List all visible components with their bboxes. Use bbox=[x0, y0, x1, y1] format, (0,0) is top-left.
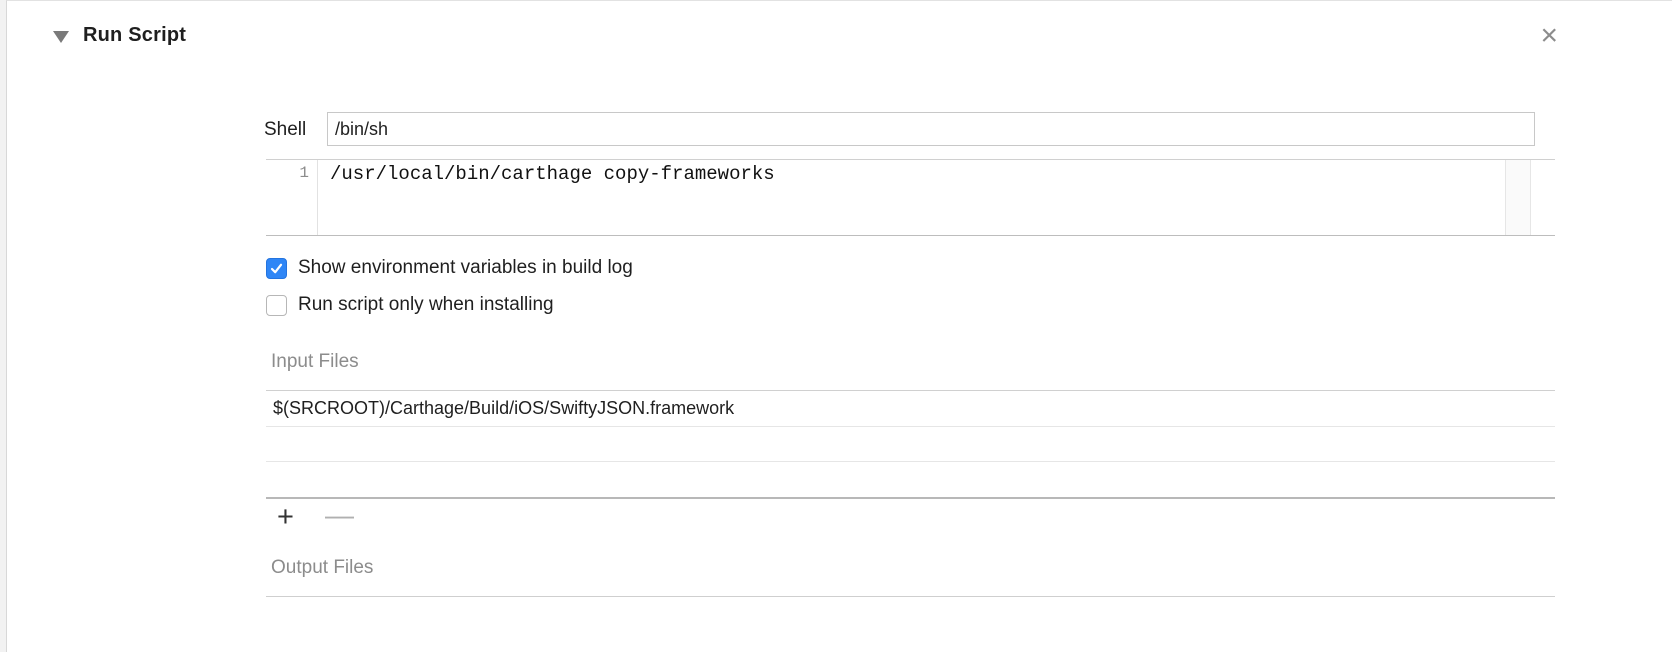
line-number: 1 bbox=[299, 164, 309, 182]
checkmark-icon bbox=[270, 263, 283, 273]
shell-input[interactable]: /bin/sh bbox=[327, 112, 1535, 146]
script-code-line[interactable]: /usr/local/bin/carthage copy-frameworks bbox=[330, 163, 775, 185]
install-only-option[interactable]: Run script only when installing bbox=[266, 294, 554, 316]
input-files-label: Input Files bbox=[271, 351, 359, 372]
output-files-label: Output Files bbox=[271, 557, 374, 578]
input-files-table[interactable]: $(SRCROOT)/Carthage/Build/iOS/SwiftyJSON… bbox=[266, 390, 1555, 499]
editor-scrollbar[interactable] bbox=[1505, 160, 1531, 235]
delete-phase-icon[interactable]: × bbox=[1540, 19, 1558, 52]
output-files-table[interactable] bbox=[266, 596, 1555, 597]
line-number-gutter: 1 bbox=[266, 160, 318, 235]
install-only-label: Run script only when installing bbox=[298, 294, 554, 315]
input-file-row[interactable]: $(SRCROOT)/Carthage/Build/iOS/SwiftyJSON… bbox=[266, 391, 1555, 427]
remove-input-file-button[interactable]: — bbox=[325, 500, 354, 532]
input-file-empty-row[interactable] bbox=[266, 462, 1555, 497]
install-only-checkbox[interactable] bbox=[266, 294, 287, 316]
triangle-down-icon[interactable] bbox=[53, 31, 69, 43]
show-env-label: Show environment variables in build log bbox=[298, 257, 633, 278]
run-script-phase-panel: Run Script × Shell /bin/sh 1 /usr/local/… bbox=[6, 0, 1672, 652]
shell-label: Shell bbox=[264, 119, 307, 140]
add-input-file-button[interactable]: + bbox=[277, 501, 294, 533]
input-file-empty-row[interactable] bbox=[266, 427, 1555, 462]
show-env-checkbox[interactable] bbox=[266, 257, 287, 279]
show-env-option[interactable]: Show environment variables in build log bbox=[266, 257, 633, 279]
phase-title: Run Script bbox=[83, 24, 187, 46]
script-editor[interactable]: 1 /usr/local/bin/carthage copy-framework… bbox=[266, 159, 1555, 236]
